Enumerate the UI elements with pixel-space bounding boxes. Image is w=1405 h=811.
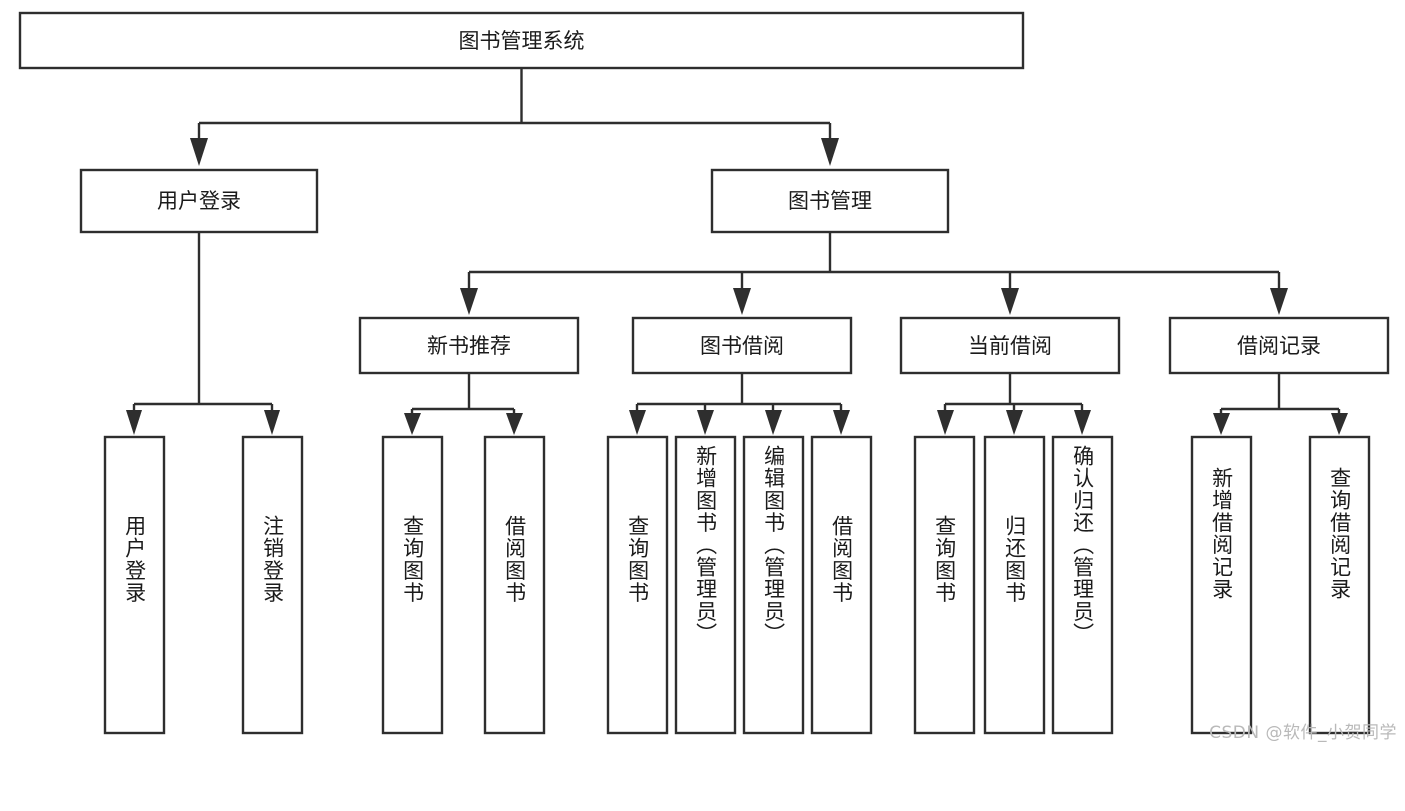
node-new-book-rec-box[interactable]	[358, 316, 580, 375]
node-leaf-rec-borrow-book-box[interactable]	[483, 435, 546, 735]
csdn-watermark: CSDN @软件_小贺同学	[1209, 723, 1397, 743]
connector-layer	[126, 68, 1348, 435]
arrowhead-user-login	[190, 138, 208, 166]
node-leaf-cur-query-book-box[interactable]	[913, 435, 976, 735]
arrowhead-book-manage	[821, 138, 839, 166]
node-leaf-rec-query-book-box[interactable]	[381, 435, 444, 735]
arrowhead-leaf-add-book-admin	[697, 410, 714, 435]
node-leaf-add-borrow-record-box[interactable]	[1190, 435, 1253, 735]
arrowhead-borrow-record	[1270, 288, 1288, 315]
arrowhead-leaf-add-borrow-record	[1213, 413, 1230, 435]
diagram-canvas-container: 图书管理系统 用户登录 图书管理 新书推荐 图书借阅 当前借阅 借阅记录	[18, 11, 1397, 743]
node-leaf-return-book-box[interactable]	[983, 435, 1046, 735]
node-root-box[interactable]	[18, 11, 1025, 70]
arrowhead-leaf-rec-query-book	[404, 413, 421, 435]
node-book-manage-box[interactable]	[710, 168, 950, 234]
node-book-borrow-label: 图书借阅	[700, 334, 784, 358]
arrowhead-leaf-borrow-book	[833, 410, 850, 435]
arrowhead-leaf-rec-borrow-book	[506, 413, 523, 435]
arrowhead-leaf-user-login	[126, 410, 142, 435]
node-leaf-user-logout-box[interactable]	[241, 435, 304, 735]
node-book-borrow-box[interactable]	[631, 316, 853, 375]
node-root-label: 图书管理系统	[459, 29, 585, 53]
node-box-layer: 图书管理系统 用户登录 图书管理 新书推荐 图书借阅 当前借阅 借阅记录	[18, 11, 1390, 735]
arrowhead-leaf-query-borrow-record	[1331, 413, 1348, 435]
arrowhead-leaf-cur-query-book	[937, 410, 954, 435]
node-leaf-borrow-book-box[interactable]	[810, 435, 873, 735]
node-current-borrow-label: 当前借阅	[968, 334, 1052, 358]
node-borrow-record-label: 借阅记录	[1237, 334, 1321, 358]
arrowhead-leaf-borrow-query-book	[629, 410, 646, 435]
node-borrow-record-box[interactable]	[1168, 316, 1390, 375]
node-leaf-borrow-query-book-box[interactable]	[606, 435, 669, 735]
node-leaf-confirm-return-admin-box[interactable]	[1051, 435, 1114, 735]
arrowhead-leaf-edit-book-admin	[765, 410, 782, 435]
arrowhead-current-borrow	[1001, 288, 1019, 315]
node-leaf-query-borrow-record-box[interactable]	[1308, 435, 1371, 735]
arrowhead-new-book-rec	[460, 288, 478, 315]
node-user-login-box[interactable]	[79, 168, 319, 234]
node-leaf-user-login-box[interactable]	[103, 435, 166, 735]
arrowhead-book-borrow	[733, 288, 751, 315]
arrowhead-leaf-return-book	[1006, 410, 1023, 435]
node-user-login-label: 用户登录	[157, 189, 241, 213]
node-leaf-add-book-admin-box[interactable]	[674, 435, 737, 735]
node-book-manage-label: 图书管理	[788, 189, 872, 213]
node-current-borrow-box[interactable]	[899, 316, 1121, 375]
node-new-book-rec-label: 新书推荐	[427, 334, 511, 358]
arrowhead-leaf-user-logout	[264, 410, 280, 435]
node-leaf-edit-book-admin-box[interactable]	[742, 435, 805, 735]
arrowhead-leaf-confirm-return-admin	[1074, 410, 1091, 435]
hierarchy-diagram: 图书管理系统 用户登录 图书管理 新书推荐 图书借阅 当前借阅 借阅记录	[18, 11, 1390, 735]
